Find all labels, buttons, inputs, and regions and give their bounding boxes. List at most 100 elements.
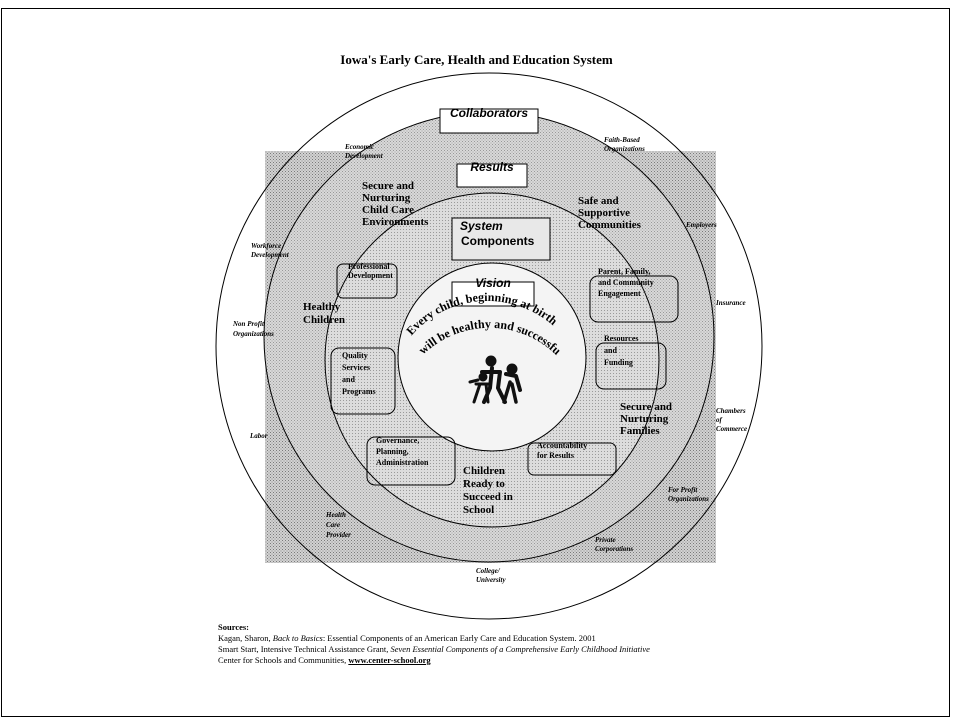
result-ready-school-line: Succeed in bbox=[463, 491, 513, 503]
vision-box bbox=[451, 281, 535, 307]
system-components-label-2: Components bbox=[461, 234, 535, 248]
collaborators-box bbox=[439, 108, 539, 134]
component-quality-services-line: and bbox=[342, 375, 355, 384]
collaborators-label: Collaborators bbox=[450, 106, 528, 120]
governance-box bbox=[366, 436, 456, 486]
component-professional-development-line: Development bbox=[348, 271, 393, 280]
collaborators-ring bbox=[215, 72, 763, 620]
source-line-3: Center for Schools and Communities, www.… bbox=[218, 655, 431, 665]
collab-workforce-development-line: Workforce bbox=[251, 242, 281, 250]
collab-non-profit-line: Non Profit bbox=[232, 320, 265, 328]
results-box bbox=[456, 163, 528, 188]
collab-economic-development-line: Economic bbox=[344, 143, 374, 151]
collab-health-care-line: Health bbox=[325, 511, 346, 519]
result-secure-families-line: Nurturing bbox=[620, 413, 669, 425]
component-governance-line: Administration bbox=[376, 458, 429, 467]
source-line-2: Smart Start, Intensive Technical Assista… bbox=[218, 644, 650, 654]
collab-workforce-development-line: Development bbox=[250, 251, 290, 259]
collab-labor: Labor bbox=[249, 432, 268, 440]
collab-faith-based-line: Faith-Based bbox=[604, 136, 640, 144]
quality-services-box bbox=[330, 347, 396, 415]
component-resources-funding-line: and bbox=[604, 346, 617, 355]
page-title: Iowa's Early Care, Health and Education … bbox=[340, 52, 613, 67]
result-secure-child-care-line: Child Care bbox=[362, 204, 414, 216]
component-parent-engagement-line: Parent, Family, bbox=[598, 267, 651, 276]
component-parent-engagement-line: and Community bbox=[598, 278, 654, 287]
result-ready-school-line: Children bbox=[463, 465, 505, 477]
source-line-1: Kagan, Sharon, Back to Basics: Essential… bbox=[218, 633, 596, 643]
component-governance: Governance, Planning, Administration bbox=[376, 436, 429, 467]
result-secure-families-line: Families bbox=[620, 425, 660, 437]
collab-private-corporations-line: Corporations bbox=[595, 545, 633, 553]
system-components-box bbox=[451, 217, 551, 261]
collab-employers: Employers bbox=[685, 221, 717, 229]
vision-label: Vision bbox=[475, 276, 511, 290]
result-ready-school-line: School bbox=[463, 504, 494, 516]
component-resources-funding-line: Funding bbox=[604, 358, 633, 367]
resources-funding-box bbox=[595, 342, 667, 390]
family-icon bbox=[468, 355, 522, 404]
result-secure-child-care-line: Nurturing bbox=[362, 192, 411, 204]
collab-faith-based-line: Organizations bbox=[604, 145, 645, 153]
component-governance-line: Planning, bbox=[376, 447, 409, 456]
collab-chambers-line: Chambers bbox=[716, 407, 746, 415]
collab-non-profit-line: Organizations bbox=[233, 330, 274, 338]
component-accountability-line: for Results bbox=[537, 451, 574, 460]
system-components-label-1: System bbox=[460, 219, 503, 233]
collab-for-profit-line: Organizations bbox=[668, 495, 709, 503]
result-healthy-children-line: Children bbox=[303, 314, 345, 326]
component-resources-funding-line: Resources bbox=[604, 334, 639, 343]
collab-economic-development-line: Development bbox=[344, 152, 384, 160]
collab-chambers-line: Commerce bbox=[716, 425, 747, 433]
component-quality-services-line: Programs bbox=[342, 387, 376, 396]
component-accountability-line: Accountability bbox=[537, 441, 587, 450]
component-quality-services-line: Quality bbox=[342, 351, 368, 360]
result-safe-communities-line: Supportive bbox=[578, 207, 630, 219]
collab-for-profit-line: For Profit bbox=[668, 486, 698, 494]
collab-labor-line: Labor bbox=[249, 432, 268, 440]
collab-insurance-line: Insurance bbox=[715, 299, 746, 307]
collab-college-line: University bbox=[476, 576, 506, 584]
collab-private-corporations-line: Private bbox=[595, 536, 616, 544]
page-frame bbox=[1, 8, 950, 717]
component-governance-line: Governance, bbox=[376, 436, 419, 445]
collab-health-care-line: Care bbox=[326, 521, 340, 529]
collab-chambers-line: of bbox=[716, 416, 723, 424]
result-safe-communities-line: Communities bbox=[578, 219, 642, 231]
sources-section: Sources: Kagan, Sharon, Back to Basics: … bbox=[218, 622, 918, 666]
accountability-box bbox=[527, 442, 617, 476]
results-label: Results bbox=[470, 160, 514, 174]
component-professional-development-line: Professional bbox=[348, 262, 390, 271]
professional-development-box bbox=[336, 263, 398, 299]
sources-heading: Sources: bbox=[218, 622, 250, 632]
collab-college: College/University bbox=[476, 567, 506, 584]
result-secure-families-line: Secure and bbox=[620, 401, 672, 413]
collab-insurance: Insurance bbox=[715, 299, 746, 307]
result-healthy-children-line: Healthy bbox=[303, 301, 341, 313]
parent-engagement-box bbox=[589, 275, 679, 323]
source-link[interactable]: www.center-school.org bbox=[348, 655, 431, 665]
collab-employers-line: Employers bbox=[685, 221, 717, 229]
result-ready-school-line: Ready to bbox=[463, 478, 505, 490]
result-safe-communities-line: Safe and bbox=[578, 195, 619, 207]
result-secure-child-care-line: Secure and bbox=[362, 180, 414, 192]
